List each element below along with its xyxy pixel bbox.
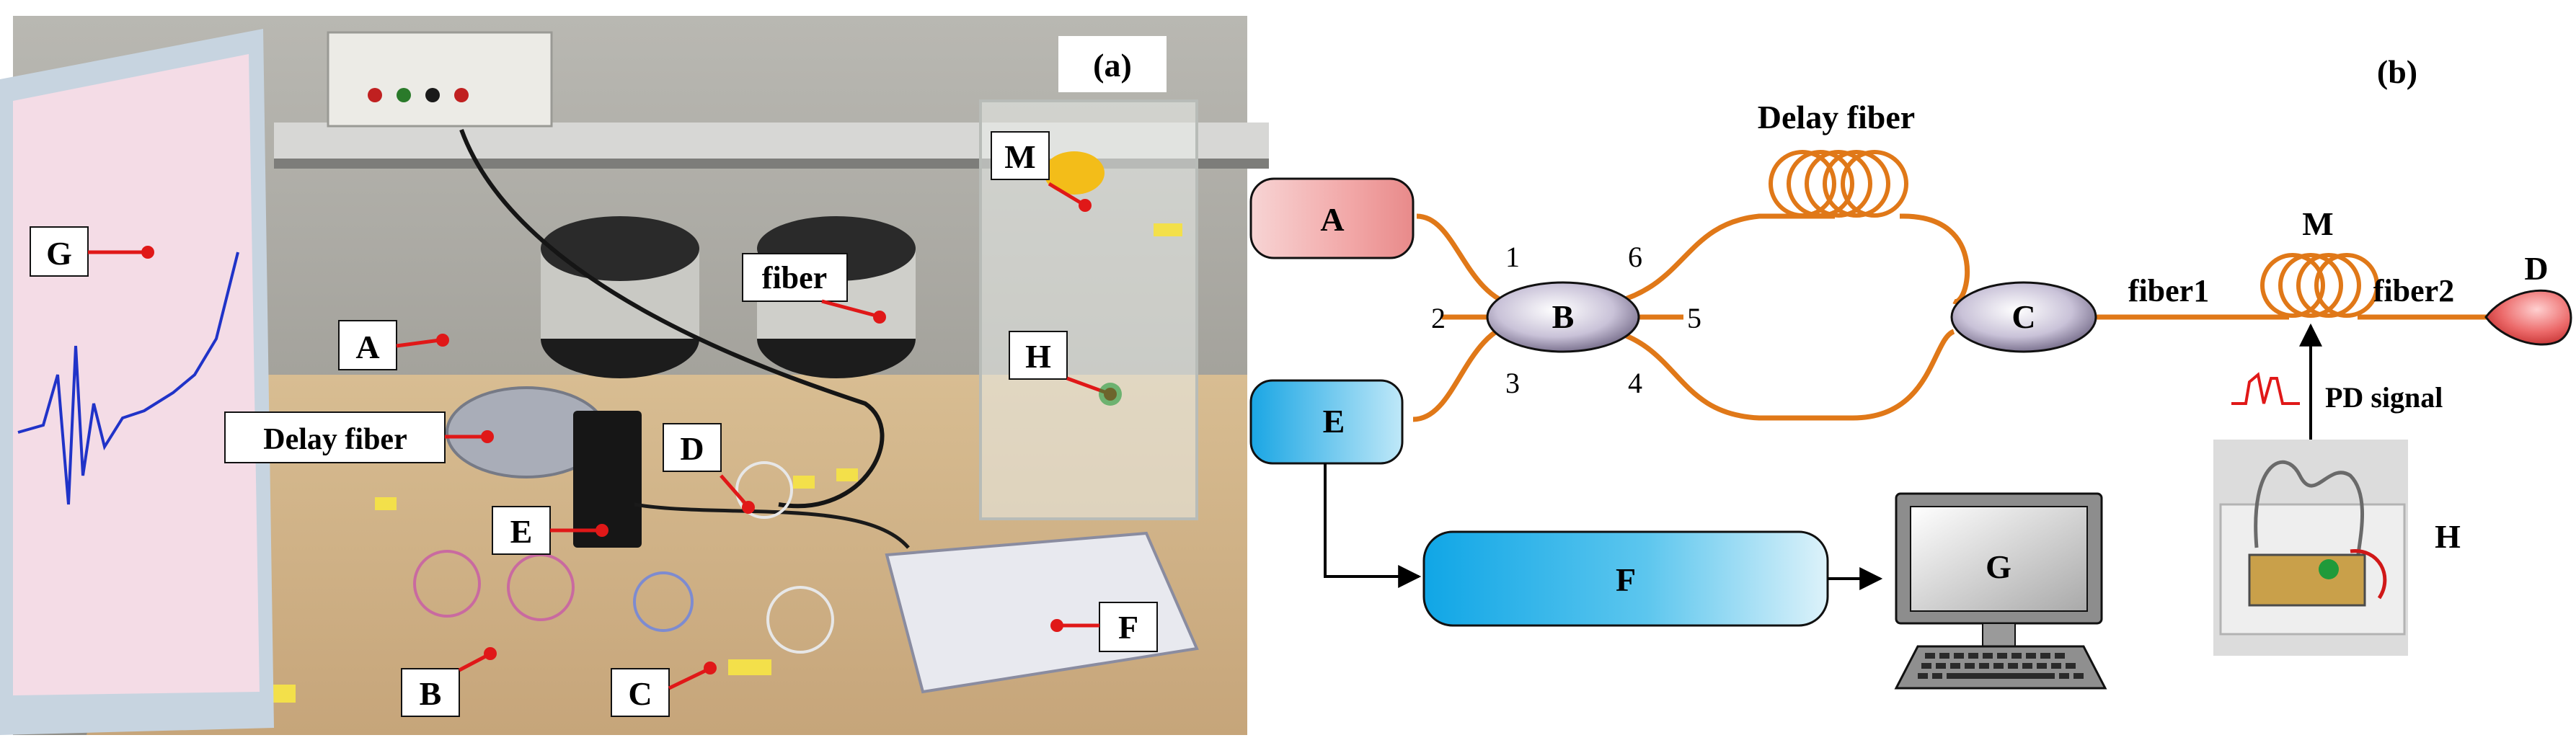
svg-text:D: D [2524,250,2548,287]
svg-text:G: G [1986,548,2011,585]
callout-d: D [663,423,755,514]
svg-text:D: D [680,430,704,467]
e-to-f-arrow [1324,463,1422,588]
fiber-delay-to-c [1900,213,1970,304]
yellow-tape-roll [1044,151,1105,195]
callout-delay-fiber: Delay fiber [224,411,494,463]
power-supply [327,31,553,128]
coupler-b: B [1486,281,1640,353]
fiber1-label: fiber1 [2128,273,2209,308]
svg-text:M: M [1004,138,1035,175]
node-a: A [1249,177,1415,259]
svg-text:F: F [1616,561,1636,598]
computer-g: G [1894,492,2107,690]
port-6-label: 6 [1628,241,1642,273]
svg-text:E: E [510,513,533,550]
callout-a: A [338,320,449,370]
panel-b-label: (b) [2377,53,2417,90]
panel-b-schematic: (b) Delay fiber M [1249,53,2572,690]
panel-a-photo: (a) G A Delay fiber fiber M [0,16,1269,735]
pd-signal-label: PD signal [2325,381,2443,414]
svg-text:B: B [420,675,442,712]
delay-fiber-coil [1769,150,1908,218]
fiber-port-6-to-delay [1618,213,1835,304]
port-5-label: 5 [1687,302,1701,334]
fiber2-label: fiber2 [2373,273,2454,308]
sensor-h-photo [2213,440,2408,656]
port-1-label: 1 [1505,241,1520,273]
svg-text:C: C [2011,298,2035,335]
node-d: D [2484,250,2572,346]
node-f: F [1422,530,1829,627]
svg-text:H: H [1025,338,1051,375]
coupler-c: C [1950,281,2097,353]
node-m-label: M [2302,205,2333,242]
svg-text:C: C [628,675,652,712]
callout-m: M [991,131,1092,212]
callout-b: B [401,647,497,717]
svg-text:G: G [46,235,72,272]
panel-a-label: (a) [1093,47,1132,84]
fiber-port-4-to-c [1617,329,1955,421]
port-4-label: 4 [1628,367,1642,399]
svg-text:E: E [1323,403,1345,440]
computer-stand [1982,623,2016,647]
callout-f: F [1050,602,1158,652]
port-2-label: 2 [1431,302,1446,334]
pd-pulse-icon [2231,372,2300,405]
monitor-screen [13,54,260,695]
svg-text:fiber: fiber [762,260,827,295]
monitor-waveform [17,251,239,505]
computer-screen [1910,506,2088,612]
svg-text:A: A [1320,201,1344,238]
svg-text:A: A [355,329,379,365]
instrument-e [573,411,642,548]
m-fiber-coil [2260,253,2379,318]
callout-c: C [611,662,717,717]
callout-g: G [30,226,154,277]
svg-text:Delay fiber: Delay fiber [263,423,407,456]
svg-text:F: F [1118,609,1138,646]
svg-text:B: B [1552,298,1575,335]
node-e: E [1249,379,1404,465]
node-h-label: H [2435,518,2461,555]
delay-fiber-label: Delay fiber [1758,99,1915,135]
callout-e: E [492,506,608,555]
callout-fiber: fiber [742,253,886,324]
fiber-a-to-b [1416,213,1518,309]
callout-h: H [1009,331,1122,406]
port-3-label: 3 [1505,367,1520,399]
